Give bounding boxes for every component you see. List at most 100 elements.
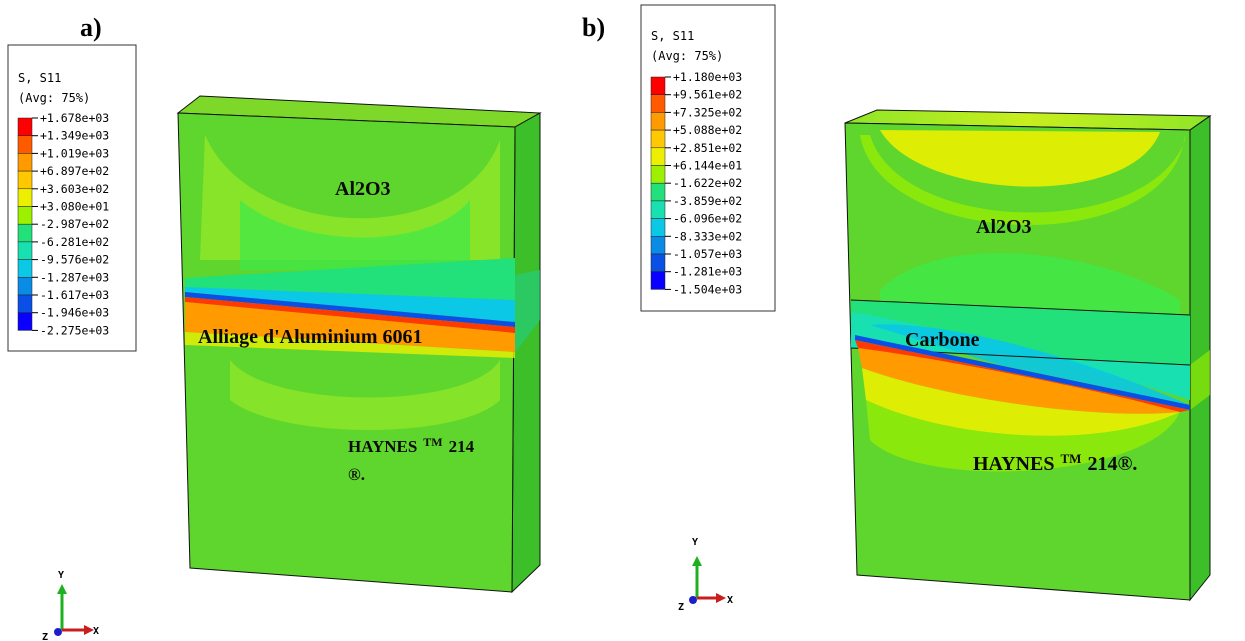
model-a-contour-bottom bbox=[230, 360, 500, 430]
model-a-band-yellow bbox=[185, 332, 515, 358]
model-a-label-middle: Alliage d'Aluminium 6061 bbox=[198, 326, 422, 348]
panel-a-label: a) bbox=[80, 13, 102, 42]
model-b-band-blue bbox=[855, 335, 1190, 410]
model-b-interface-top bbox=[850, 299, 1191, 316]
legend-b-value: -1.057e+03 bbox=[673, 247, 742, 261]
model-b-side-interface bbox=[1190, 350, 1210, 410]
model-b-band-yellow bbox=[862, 368, 1180, 436]
legend-a-swatch bbox=[17, 294, 33, 313]
legend-a-value: -9.576e+02 bbox=[40, 253, 109, 267]
legend-b-swatch bbox=[650, 129, 666, 149]
legend-a-value: +1.349e+03 bbox=[40, 129, 109, 143]
legend-a-swatch bbox=[17, 135, 33, 154]
axis-triad-a: Y X Z bbox=[42, 570, 99, 641]
model-a-band-red bbox=[185, 297, 515, 333]
legend-a-swatch bbox=[17, 312, 33, 331]
legend-b-swatches bbox=[650, 76, 666, 290]
legend-b-swatch bbox=[650, 218, 666, 237]
legend-b-value: -3.859e+02 bbox=[673, 194, 742, 208]
model-a-side-face bbox=[511, 112, 541, 594]
legend-a-value: -1.946e+03 bbox=[40, 306, 109, 320]
legend-a-swatch bbox=[17, 170, 33, 190]
model-a-band-green bbox=[185, 258, 515, 300]
legend-b-value: +9.561e+02 bbox=[673, 88, 742, 102]
legend-b-swatch bbox=[650, 271, 666, 290]
legend-a-value: +1.678e+03 bbox=[40, 111, 109, 125]
legend-b-swatch bbox=[650, 94, 666, 113]
legend-a-swatch bbox=[17, 153, 33, 172]
model-b-carbon-cyan bbox=[870, 324, 1190, 405]
legend-a-value: -6.281e+02 bbox=[40, 235, 109, 249]
triad-b-x-arrow bbox=[716, 593, 726, 603]
legend-b-swatch bbox=[650, 236, 666, 255]
legend-b-value: +2.851e+02 bbox=[673, 141, 742, 155]
triad-b-z-label: Z bbox=[678, 602, 684, 613]
legend-b-value: +6.144e+01 bbox=[673, 159, 742, 173]
legend-a-value: +6.897e+02 bbox=[40, 164, 109, 178]
legend-a-swatch bbox=[17, 223, 33, 243]
legend-b-swatch bbox=[650, 147, 666, 166]
legend-b-value: -1.622e+02 bbox=[673, 176, 742, 190]
legend-a-swatch bbox=[17, 117, 33, 136]
triad-a-z-axis bbox=[54, 628, 62, 636]
triad-a-y-arrow bbox=[57, 584, 67, 594]
model-b-band-lime bbox=[866, 400, 1180, 472]
legend-a-value: +3.603e+02 bbox=[40, 182, 109, 196]
model-b-label-top: Al2O3 bbox=[976, 216, 1032, 238]
model-b-band-orange bbox=[858, 348, 1180, 414]
model-a-label-bottom-2: ®. bbox=[348, 465, 365, 484]
triad-b-y-label: Y bbox=[692, 537, 698, 548]
legend-b-value: -1.504e+03 bbox=[673, 282, 742, 296]
legend-a-value: -2.275e+03 bbox=[40, 323, 109, 337]
triad-a-z-label: Z bbox=[42, 632, 48, 641]
legend-b-value: -1.281e+03 bbox=[673, 265, 742, 279]
legend-b-value: +5.088e+02 bbox=[673, 123, 742, 137]
legend-a-swatch bbox=[17, 206, 33, 225]
model-a-contour-top-inner bbox=[240, 200, 470, 270]
legend-a-value: -2.987e+02 bbox=[40, 217, 109, 231]
legend-b-values: +1.180e+03 +9.561e+02 +7.325e+02 +5.088e+02… bbox=[665, 70, 742, 296]
model-a-band-orange bbox=[185, 302, 515, 352]
model-b-label-middle: Carbone bbox=[905, 329, 980, 351]
legend-b-swatch bbox=[650, 253, 666, 272]
legend-b-value: -6.096e+02 bbox=[673, 212, 742, 226]
triad-a-y-label: Y bbox=[58, 570, 64, 581]
triad-b-y-arrow bbox=[692, 556, 702, 566]
legend-b-subtitle: (Avg: 75%) bbox=[651, 49, 723, 63]
triad-a-x-label: X bbox=[93, 626, 99, 637]
legend-b-value: +7.325e+02 bbox=[673, 105, 742, 119]
legend-a-value: -1.287e+03 bbox=[40, 270, 109, 284]
legend-a-value: +1.019e+03 bbox=[40, 146, 109, 160]
axis-triad-b: Y X Z bbox=[678, 537, 733, 613]
triad-b-z-axis bbox=[689, 596, 697, 604]
legend-b-swatch bbox=[650, 200, 666, 219]
legend-a-values: +1.678e+03 +1.349e+03 +1.019e+03 +6.897e+02… bbox=[32, 111, 109, 337]
model-a-label-top: Al2O3 bbox=[335, 178, 391, 200]
model-a-band-cyan bbox=[185, 287, 515, 322]
legend-b-value: +1.180e+03 bbox=[673, 70, 742, 84]
triad-b-x-label: X bbox=[727, 595, 733, 606]
legend-a-swatch bbox=[17, 277, 33, 296]
model-a-side-interface bbox=[513, 270, 540, 355]
legend-a-title: S, S11 bbox=[18, 71, 61, 85]
legend-a-swatch bbox=[17, 241, 33, 260]
legend-b-swatch bbox=[650, 182, 666, 202]
legend-b-swatch bbox=[650, 165, 666, 184]
model-a-band-blue bbox=[185, 292, 515, 327]
legend-a-swatch bbox=[17, 188, 33, 207]
triad-a-x-arrow bbox=[84, 625, 94, 635]
legend-a-value: -1.617e+03 bbox=[40, 288, 109, 302]
model-b-contour-top-yellow bbox=[880, 130, 1160, 187]
legend-b-value: -8.333e+02 bbox=[673, 229, 742, 243]
legend-b: S, S11 (Avg: 75%) +1.180e+03 +9.561e+02 +7… bbox=[640, 4, 776, 312]
legend-a: S, S11 (Avg: 75%) +1.678e+03+1.349e+03+1… bbox=[7, 44, 137, 352]
legend-b-swatch bbox=[650, 76, 666, 95]
legend-a-subtitle: (Avg: 75%) bbox=[18, 91, 90, 105]
legend-b-title: S, S11 bbox=[651, 29, 694, 43]
model-b-contour-top-lime bbox=[860, 135, 1185, 226]
